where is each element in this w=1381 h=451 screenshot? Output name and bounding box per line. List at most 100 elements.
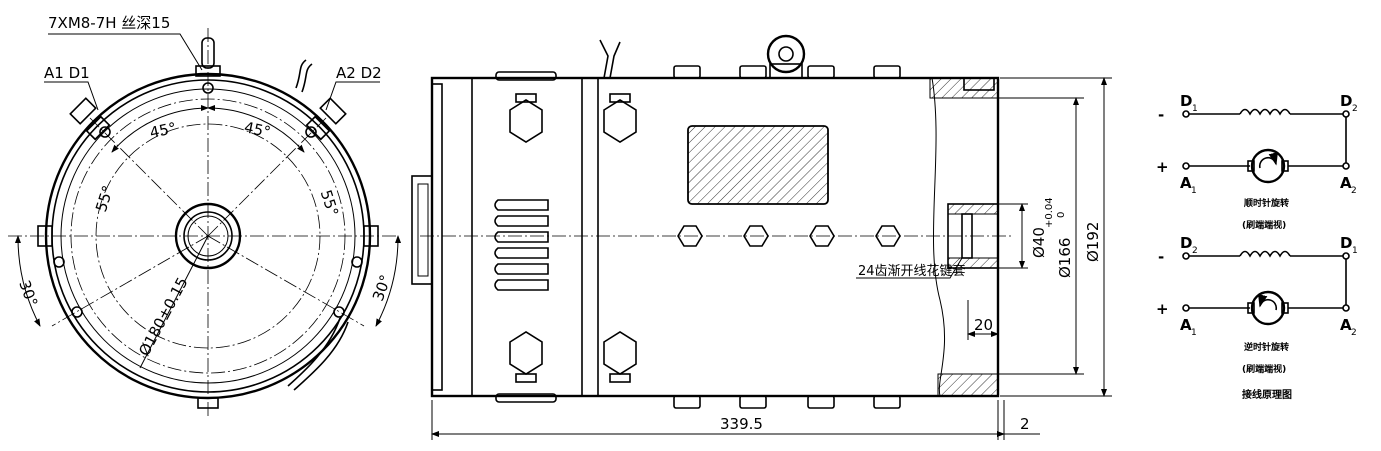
bottom-screws xyxy=(495,393,901,409)
dim-192-label: Ø192 xyxy=(1084,222,1102,262)
svg-text:1: 1 xyxy=(1192,104,1198,114)
rotation-caption: 顺时针旋转 xyxy=(1244,197,1289,209)
mounting-hole xyxy=(351,256,363,268)
plus-label: + xyxy=(1156,300,1169,318)
svg-text:2: 2 xyxy=(1351,186,1357,196)
terminal-nut xyxy=(509,93,543,143)
wiring-top: - + D 1 D 2 A 1 A 2 顺时针旋转 (刷端端视) xyxy=(1156,92,1358,231)
radial-30-left xyxy=(51,235,209,327)
minus-label: - xyxy=(1158,106,1164,124)
section-hatch-bottom xyxy=(937,373,999,397)
dim-2-label: 2 xyxy=(1020,415,1030,433)
d-left-label: D xyxy=(1180,234,1192,252)
brush-cover xyxy=(411,175,433,285)
nameplate xyxy=(687,125,829,205)
terminal-dot xyxy=(1182,110,1190,118)
lead-wire xyxy=(599,39,609,79)
spline-inner xyxy=(187,215,229,257)
lead-wire xyxy=(301,63,313,93)
shaft-boss xyxy=(174,202,242,270)
terminal-nut xyxy=(603,93,637,143)
lead-wire xyxy=(287,317,341,387)
terminal-dot xyxy=(1342,162,1350,170)
terminal-dot xyxy=(1342,110,1350,118)
svg-text:1: 1 xyxy=(1191,328,1197,338)
terminal-left-label: A1 D1 xyxy=(44,64,90,82)
tol-upper-label: +0.04 xyxy=(1044,197,1055,228)
terminal-dot xyxy=(1342,252,1350,260)
angle-55-left-label: 55° xyxy=(92,183,117,214)
spline-note: 24齿渐开线花键套 xyxy=(858,263,966,279)
d-right-label: D xyxy=(1340,234,1352,252)
radial-30-right xyxy=(207,235,365,327)
mounting-hole xyxy=(305,126,317,138)
mounting-hole xyxy=(333,306,345,318)
svg-text:2: 2 xyxy=(1192,246,1198,256)
terminal-dot xyxy=(1182,162,1190,170)
radial-45-right xyxy=(207,117,327,237)
brush-cover-inner xyxy=(417,183,429,277)
wiring-title: 接线原理图 xyxy=(1242,388,1292,401)
pcd-label: Ø180±0.15 xyxy=(135,274,191,359)
svg-text:1: 1 xyxy=(1191,186,1197,196)
field-coil xyxy=(1239,108,1291,116)
d-right-label: D xyxy=(1340,92,1352,110)
side-view: 339.5 2 20 24齿渐开线花键套 Ø40 Ø166 +0.04 0 Ø1… xyxy=(411,34,1112,440)
a-right-label: A xyxy=(1340,316,1352,334)
lead-wire xyxy=(293,321,349,391)
spline-note-leader xyxy=(856,257,963,279)
angle-45-left-arc xyxy=(111,105,209,153)
mounting-holes xyxy=(53,82,363,318)
terminal-stud-left xyxy=(69,97,111,141)
wiring-bottom: - + D 2 D 1 A 1 A 2 逆时针旋转 (刷端端视) 接线原理图 xyxy=(1156,234,1358,401)
bottom-stud xyxy=(197,397,219,409)
terminal-dot xyxy=(1182,252,1190,260)
end-cap-ring xyxy=(60,88,356,384)
armature xyxy=(1250,148,1286,184)
angle-reference-arc xyxy=(95,123,321,349)
armature xyxy=(1250,290,1286,326)
minus-label: - xyxy=(1158,248,1164,266)
rotation-subcaption: (刷端端视) xyxy=(1242,363,1286,375)
terminal-right-leader xyxy=(325,81,380,111)
dim-166-label: Ø166 xyxy=(1056,238,1074,278)
hex-bolts xyxy=(677,225,901,247)
angle-45-right-arc xyxy=(207,105,305,153)
terminal-left-leader xyxy=(44,81,99,111)
rotation-counterclockwise-icon xyxy=(1258,293,1278,311)
mounting-hole xyxy=(71,306,83,318)
length-label: 339.5 xyxy=(720,415,763,433)
angle-30-left-label: 30° xyxy=(15,278,41,309)
tol-lower-label: 0 xyxy=(1056,212,1067,218)
svg-text:2: 2 xyxy=(1351,328,1357,338)
mounting-hole xyxy=(202,82,214,94)
rotation-subcaption: (刷端端视) xyxy=(1242,219,1286,231)
angle-30-left-arc xyxy=(14,235,41,327)
top-screws xyxy=(495,65,995,91)
spline-outer xyxy=(183,211,233,261)
angle-45-right-label: 45° xyxy=(243,118,273,141)
terminal-dot xyxy=(1182,304,1190,312)
a-right-label: A xyxy=(1340,174,1352,192)
thread-callout: 7XM8-7H 丝深15 xyxy=(48,14,170,32)
a-left-label: A xyxy=(1180,316,1192,334)
lead-wire xyxy=(295,59,307,89)
front-view: 7XM8-7H 丝深15 A1 D1 A2 D2 45° 45° 55° 55°… xyxy=(8,14,402,418)
angle-30-right-label: 30° xyxy=(369,272,395,303)
radial-45-left xyxy=(89,117,209,237)
pcd-leader xyxy=(139,235,209,369)
a-left-label: A xyxy=(1180,174,1192,192)
angle-30-right-arc xyxy=(375,235,402,327)
break-line xyxy=(931,77,946,397)
rotation-caption: 逆时针旋转 xyxy=(1244,341,1289,353)
terminal-nut xyxy=(509,331,543,383)
thread-callout-leader xyxy=(48,33,203,71)
svg-text:1: 1 xyxy=(1352,246,1358,256)
dim-40-label: Ø40 xyxy=(1030,227,1048,258)
cooling-vents xyxy=(494,199,549,291)
d-left-label: D xyxy=(1180,92,1192,110)
end-cap xyxy=(431,83,443,391)
plus-label: + xyxy=(1156,158,1169,176)
terminal-stud-right xyxy=(305,97,347,141)
bolt-pitch-circle xyxy=(70,98,346,374)
